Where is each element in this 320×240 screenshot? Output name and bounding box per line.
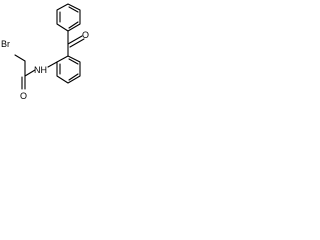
top-benzene-ring bbox=[56, 3, 81, 32]
top-ring-double-bond-3 bbox=[68, 21, 79, 29]
ketone-oxygen-label: O bbox=[82, 30, 89, 40]
bottom-ring-double-bond-2 bbox=[68, 58, 79, 65]
ketone-double-bond-b bbox=[69, 38, 85, 48]
amide-oxygen-label: O bbox=[20, 91, 27, 101]
bottom-benzene-ring bbox=[56, 55, 81, 84]
amide-chain: NH O Br bbox=[1, 39, 58, 101]
bottom-ring-outline bbox=[56, 55, 81, 84]
molecule-canvas: O NH O Br bbox=[0, 0, 98, 103]
top-ring-outline bbox=[56, 3, 81, 32]
bottom-ring-double-bond-3 bbox=[68, 73, 79, 81]
structure-diagram: O NH O Br bbox=[1, 3, 89, 101]
amine-nh-label: NH bbox=[34, 65, 47, 75]
top-ring-double-bond-2 bbox=[68, 6, 79, 13]
bromine-label: Br bbox=[1, 39, 10, 49]
ring-to-nitrogen-bond bbox=[47, 61, 58, 68]
methylene-to-bromine-bond bbox=[14, 54, 26, 62]
ketone-group: O bbox=[67, 30, 89, 57]
nitrogen-to-carbonyl-bond bbox=[24, 69, 36, 77]
ketone-double-bond-a bbox=[67, 35, 83, 45]
